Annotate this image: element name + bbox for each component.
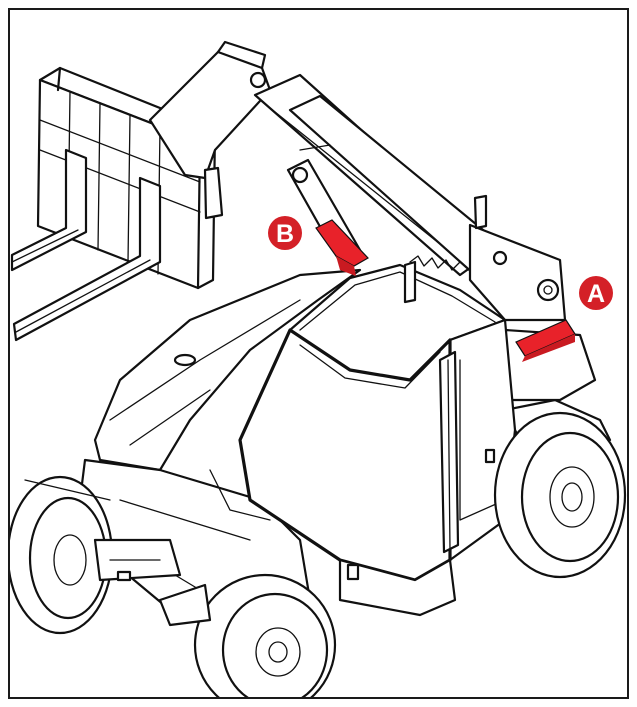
wheel-front-left xyxy=(10,475,114,635)
highlight-b xyxy=(315,219,369,276)
wheel-rear-right xyxy=(493,411,627,579)
callout-label-b: B xyxy=(276,220,294,248)
telescopic-boom xyxy=(148,40,567,322)
operator-cab xyxy=(238,260,517,617)
callout-label-a: A xyxy=(587,280,605,308)
highlight-a xyxy=(515,319,576,362)
callout-b: B xyxy=(268,216,302,250)
wheel-front-right xyxy=(193,573,337,697)
wheels xyxy=(10,411,627,697)
callout-a: A xyxy=(579,276,613,310)
